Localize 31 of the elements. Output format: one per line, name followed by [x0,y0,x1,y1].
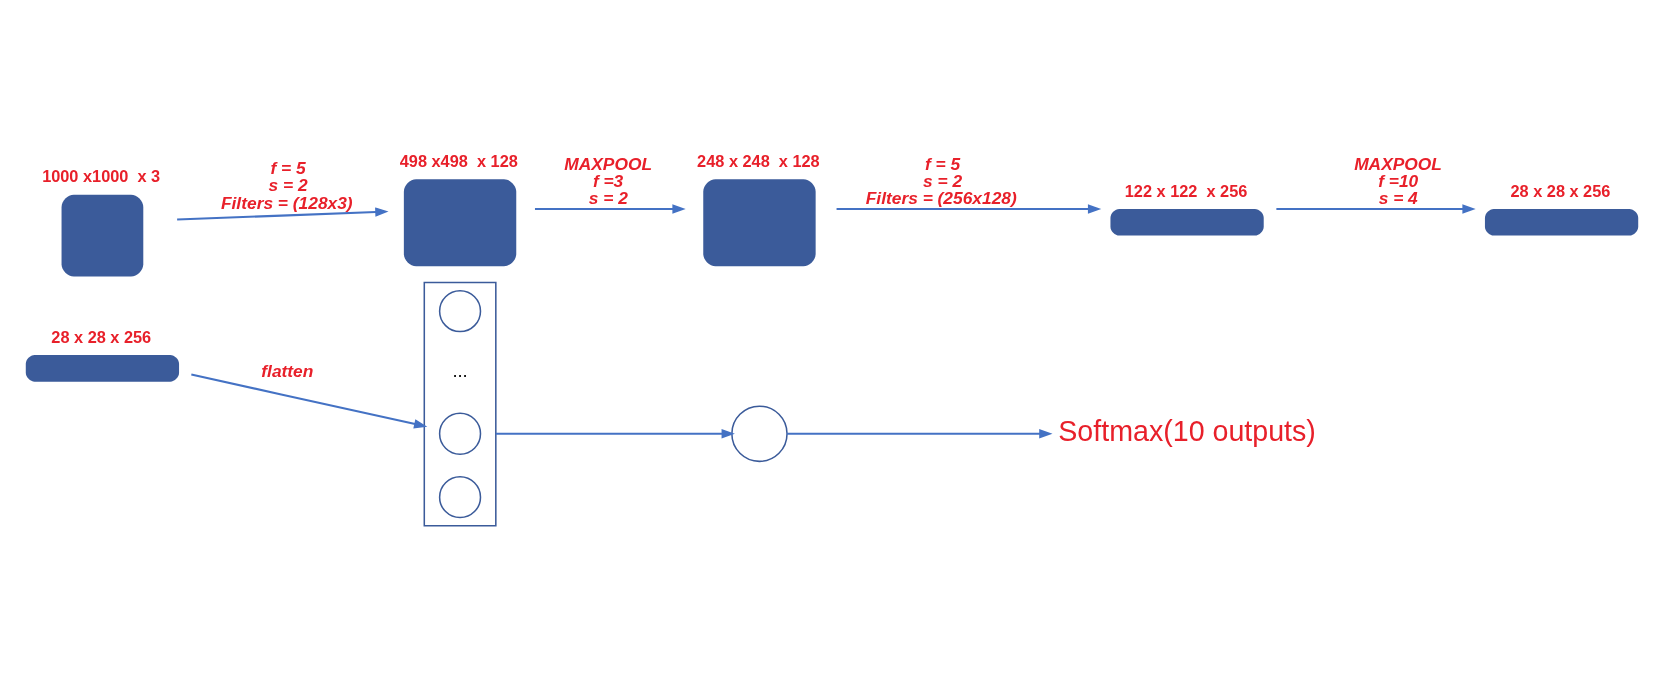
edge-label: flatten [261,361,314,382]
node-text: Softmax(10 outputs) [1058,414,1316,447]
arrow [787,429,1053,439]
node-circle [731,405,788,463]
node-circle [438,289,482,333]
arrow [495,429,735,439]
arrow [191,373,428,429]
edge-label: f = 5 s = 2 Filters = (256x128) [865,153,1017,209]
arrow [1276,204,1476,214]
arrow [177,207,389,221]
edge-label: MAXPOOL f =10 s = 4 [1354,153,1442,209]
node-circle [438,475,482,519]
cluster [423,281,497,527]
node-box [61,194,144,277]
node-text: ... [452,359,468,381]
node-label: 248 x 248 x 128 [697,151,820,170]
node-circle [438,412,482,455]
node-bar [25,355,180,382]
node-label: 28 x 28 x 256 [1510,181,1611,200]
node-cube [703,179,816,267]
node-bar [1110,208,1264,236]
node-cube [403,179,517,267]
node-label: 122 x 122 x 256 [1124,181,1248,200]
node-label: 498 x498 x 128 [399,151,518,170]
arrow [836,204,1102,214]
node-bar [1484,208,1639,236]
edge-label: MAXPOOL f =3 s = 2 [564,153,653,209]
node-label: 1000 x1000 x 3 [42,167,161,186]
edge-label: f = 5 s = 2 Filters = (128x3) [220,157,353,213]
node-label: 28 x 28 x 256 [51,327,152,346]
arrow [534,204,686,214]
